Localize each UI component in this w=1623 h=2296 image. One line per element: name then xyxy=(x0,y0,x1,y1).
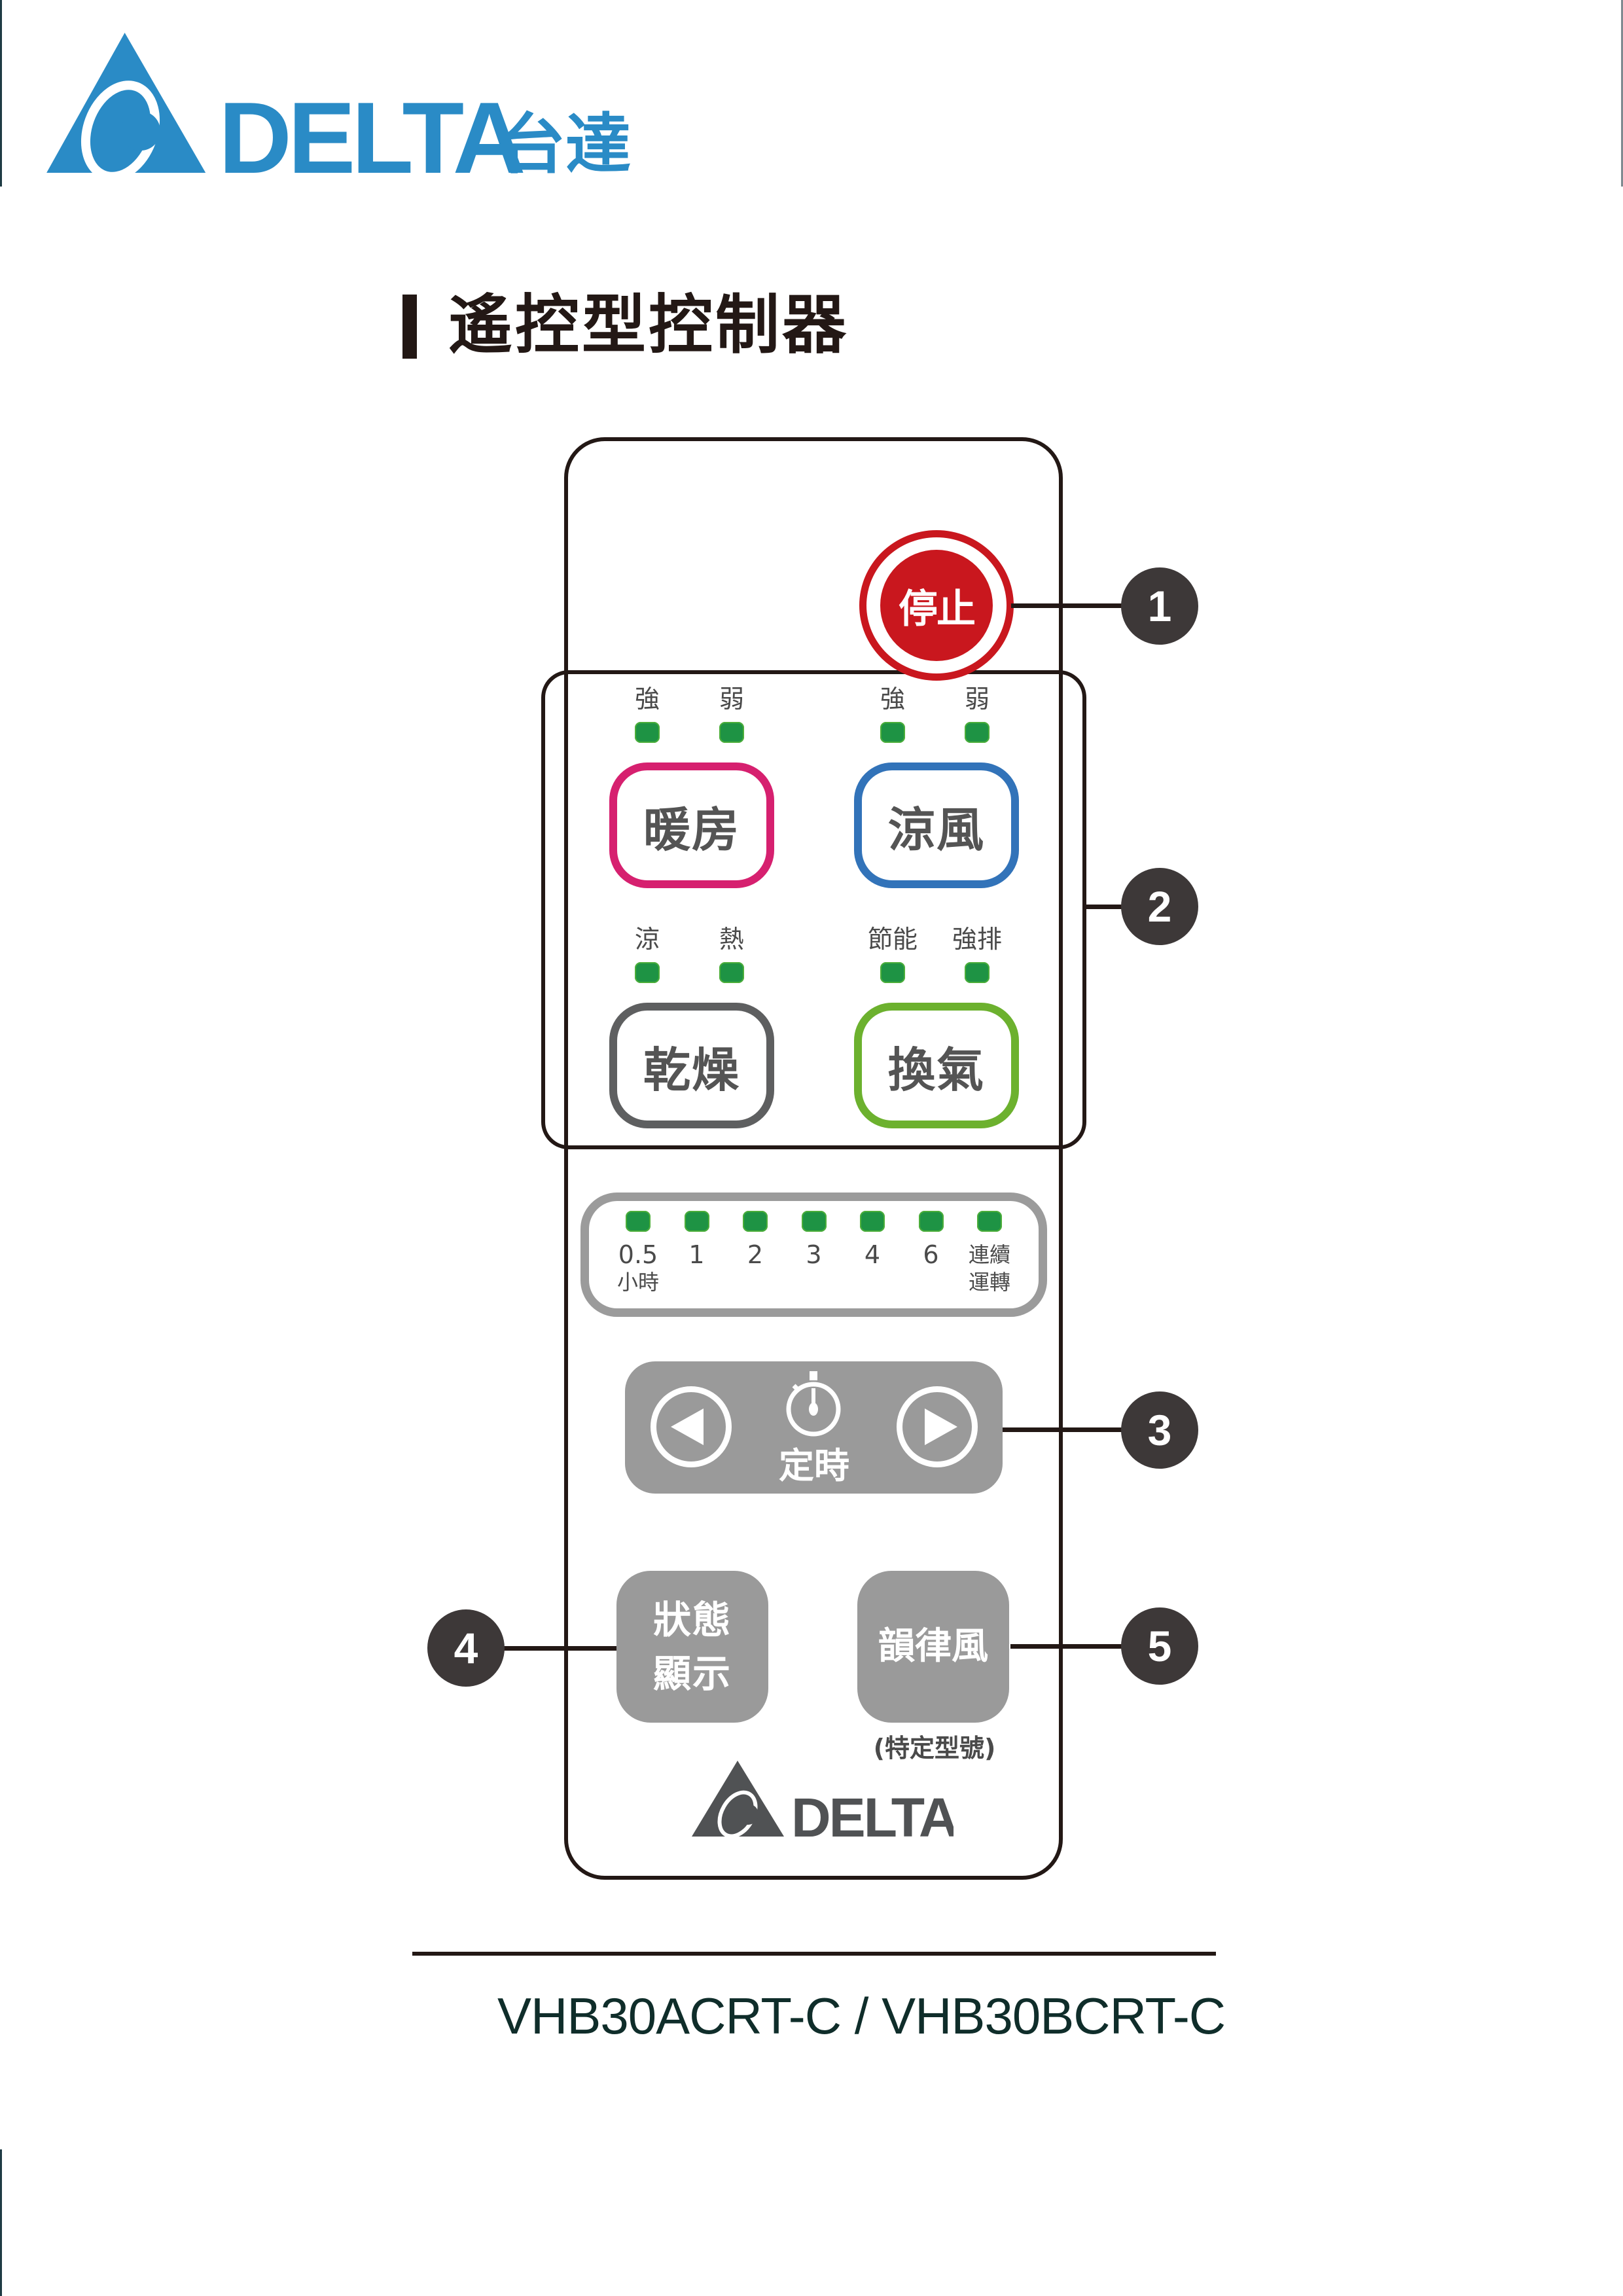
callout-1: 1 xyxy=(1121,567,1198,645)
indicator-led xyxy=(635,722,660,743)
led-label: 涼 xyxy=(634,925,660,954)
timer-led-label: 1 xyxy=(668,1241,726,1268)
timer-led-label-line1: 2 xyxy=(747,1240,764,1269)
rhythm-wind-button[interactable]: 韻律風 xyxy=(857,1571,1009,1723)
indicator-led xyxy=(719,962,744,983)
drying-button[interactable]: 乾燥 xyxy=(609,1003,774,1128)
timer-led xyxy=(918,1211,944,1232)
triangle-left-icon xyxy=(671,1408,704,1445)
led-label: 強 xyxy=(880,685,905,713)
page-edge-mark xyxy=(1621,0,1623,187)
footer-logo-text: DELTA xyxy=(791,1787,954,1839)
timer-led-label: 6 xyxy=(902,1241,961,1268)
callout-3: 3 xyxy=(1121,1391,1198,1469)
callout-leader-line xyxy=(1086,905,1122,909)
cool-breeze-button[interactable]: 涼風 xyxy=(854,762,1019,888)
ventilation-button[interactable]: 換氣 xyxy=(854,1003,1019,1128)
callout-leader-line xyxy=(1003,1427,1122,1432)
title-accent-bar xyxy=(402,295,417,359)
timer-led-label-line1: 連續 xyxy=(968,1242,1010,1267)
led-label: 弱 xyxy=(719,685,744,713)
led-label: 節能 xyxy=(867,925,918,954)
mode-buttons-section-frame xyxy=(541,670,1086,1149)
indicator-led xyxy=(880,962,905,983)
timer-led-label-line2: 運轉 xyxy=(968,1270,1010,1295)
led-label: 熱 xyxy=(719,925,744,954)
timer-led xyxy=(743,1211,768,1232)
indicator-led xyxy=(965,722,990,743)
indicator-led xyxy=(965,962,990,983)
brand-name-text: DELTA xyxy=(219,81,524,177)
timer-led xyxy=(684,1211,709,1232)
timer-increase-button[interactable] xyxy=(897,1386,978,1467)
led-label: 弱 xyxy=(964,685,990,713)
delta-triangle-logo-icon: DELTA xyxy=(692,1761,959,1848)
delta-triangle-logo-icon: DELTA 台達 xyxy=(46,33,631,194)
timer-led-label-line1: 0.5 xyxy=(618,1240,658,1269)
brand-name-zh-text: 台達 xyxy=(500,106,631,177)
indicator-led xyxy=(880,722,905,743)
stopwatch-icon xyxy=(783,1371,844,1439)
callout-5: 5 xyxy=(1121,1607,1198,1685)
timer-led xyxy=(801,1211,827,1232)
timer-led-label: 4 xyxy=(843,1241,902,1268)
timer-led-label: 連續運轉 xyxy=(960,1241,1019,1296)
timer-led-label-line1: 4 xyxy=(864,1240,881,1269)
callout-4: 4 xyxy=(427,1609,505,1687)
page-title: 遙控型控制器 xyxy=(448,288,849,363)
timer-led-label-line1: 3 xyxy=(806,1240,822,1269)
indicator-led xyxy=(635,962,660,983)
status-display-button[interactable]: 狀態顯示 xyxy=(616,1571,768,1723)
stop-button[interactable]: 停止 xyxy=(880,550,993,661)
callout-leader-line xyxy=(1010,1644,1122,1649)
heating-button[interactable]: 暖房 xyxy=(609,762,774,888)
page-edge-mark xyxy=(0,0,2,187)
timer-led-label: 3 xyxy=(785,1241,844,1268)
remote-footer-logo: DELTA xyxy=(692,1761,959,1848)
timer-led-label-line2: 小時 xyxy=(616,1270,659,1295)
status-line1: 狀態 xyxy=(652,1598,732,1642)
timer-led xyxy=(977,1211,1002,1232)
specific-model-note: (特定型號) xyxy=(873,1734,996,1763)
indicator-led xyxy=(719,722,744,743)
led-label: 強排 xyxy=(952,925,1002,954)
footer-divider xyxy=(412,1952,1216,1956)
triangle-right-icon xyxy=(925,1408,957,1445)
status-line2: 顯示 xyxy=(652,1651,732,1696)
callout-2: 2 xyxy=(1121,868,1198,945)
timer-led xyxy=(626,1211,651,1232)
timer-led-label: 2 xyxy=(726,1241,785,1268)
timer-led-label-line1: 6 xyxy=(923,1240,939,1269)
model-numbers: VHB30ACRT-C / VHB30BCRT-C xyxy=(497,1987,1226,2045)
led-label: 強 xyxy=(634,685,660,713)
timer-decrease-button[interactable] xyxy=(651,1386,732,1467)
timer-led-label-line1: 1 xyxy=(688,1240,705,1269)
callout-leader-line xyxy=(504,1646,616,1651)
header-brand-logo: DELTA 台達 xyxy=(22,33,651,194)
timer-label: 定時 xyxy=(779,1445,849,1486)
page-edge-mark xyxy=(0,2149,2,2296)
timer-led xyxy=(860,1211,885,1232)
callout-leader-line xyxy=(1011,603,1122,608)
